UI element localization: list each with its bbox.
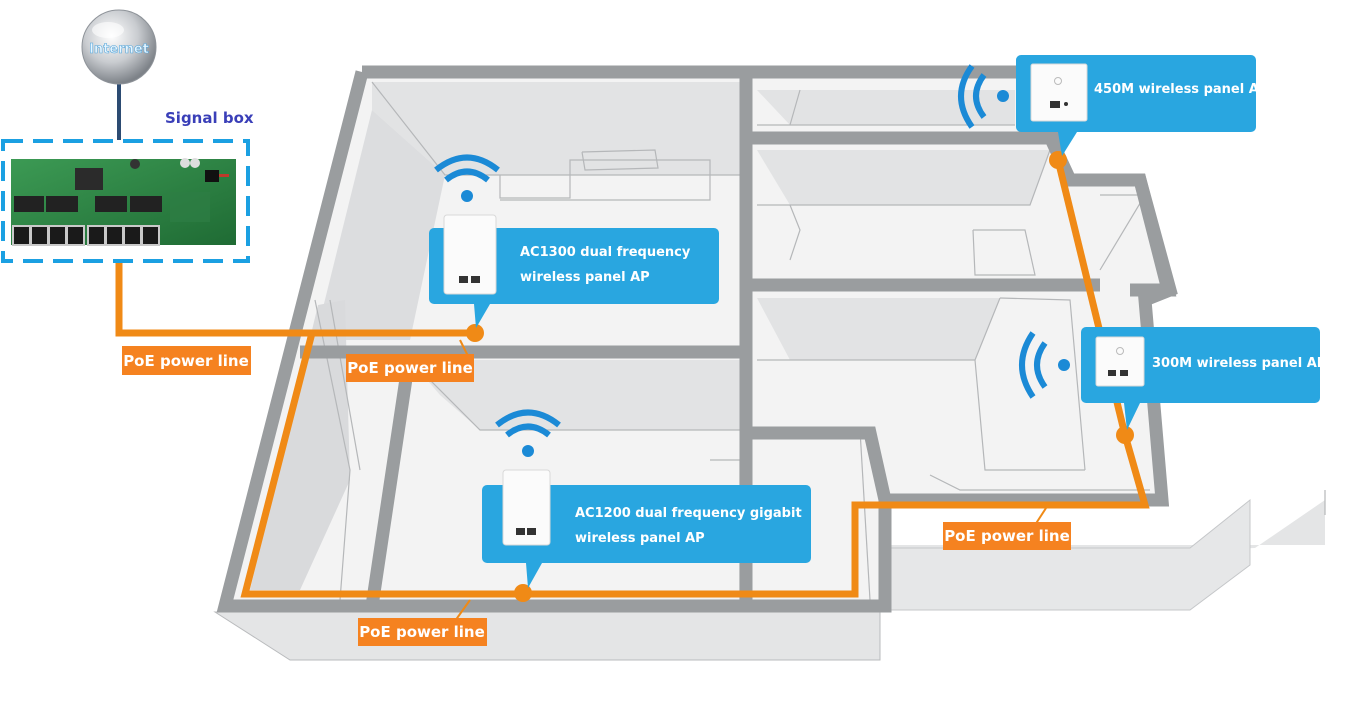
ap-callout-300m: 300M wireless panel AP	[1081, 327, 1326, 430]
floor-shade-left-room	[372, 82, 740, 175]
floor-shade-right-low	[757, 298, 1000, 360]
poe-label-signal: PoE power line	[122, 346, 251, 375]
wifi-icon-300m	[1019, 331, 1070, 399]
house-floor-plan	[213, 65, 1326, 661]
callout-bubble	[429, 228, 719, 328]
ap-device-tall	[502, 469, 551, 546]
signal-box: Signal box	[1, 109, 254, 263]
poe-label-right: PoE power line	[943, 522, 1071, 550]
inner-wall-right-bottom-room	[746, 426, 892, 502]
floor-shade-left-wall	[315, 110, 445, 340]
ap-ac1300-line2: wireless panel AP	[520, 270, 650, 285]
poe-dot-ac1200	[514, 584, 532, 602]
globe-highlight	[92, 22, 124, 38]
poe-label-text: PoE power line	[359, 623, 485, 641]
poe-cable-loop-left	[240, 332, 1150, 598]
outer-wall-right-annex	[1090, 173, 1177, 297]
poe-cable-signal-to-ac1300	[115, 262, 475, 337]
poe-label-ac1300: PoE power line	[346, 354, 474, 382]
inner-wall-left-room-divider	[365, 351, 417, 607]
ap-ac1200-line2: wireless panel AP	[575, 531, 705, 546]
floor-shade-corridor	[250, 300, 350, 590]
internet-globe: Internet	[81, 9, 157, 140]
internet-label: Internet	[89, 42, 149, 57]
floor-shade-right-top	[757, 90, 1015, 125]
wifi-icon-ac1300	[434, 154, 500, 202]
callout-bubble	[482, 485, 811, 588]
ethernet-ports	[12, 225, 160, 246]
pcb-switch-board	[11, 158, 236, 246]
poe-dot-ac1300	[466, 324, 484, 342]
wifi-icon-450m	[958, 64, 1009, 129]
ap-ac1300-line1: AC1300 dual frequency	[520, 245, 691, 260]
ap-device-tall	[443, 214, 497, 295]
poe-label-text: PoE power line	[123, 352, 249, 370]
ap-callout-450m: 450M wireless panel AP	[1016, 55, 1268, 156]
house-base-face	[213, 611, 881, 661]
poe-dot-300m	[1116, 426, 1134, 444]
poe-label-text: PoE power line	[347, 359, 473, 377]
floor-shade-bottom-room	[410, 360, 740, 430]
house-right-wing-face	[884, 498, 1251, 611]
ap-callout-ac1300: AC1300 dual frequency wireless panel AP	[429, 214, 719, 328]
poe-label-text: PoE power line	[944, 527, 1070, 545]
floor-shade-right-mid	[757, 150, 1050, 205]
poe-label-ac1200: PoE power line	[358, 618, 487, 646]
ap-callout-ac1200: AC1200 dual frequency gigabit wireless p…	[482, 469, 811, 588]
ap-device-square	[1095, 336, 1145, 387]
walls	[216, 65, 1178, 613]
ap-300m-line1: 300M wireless panel AP	[1152, 356, 1326, 371]
ap-ac1200-line1: AC1200 dual frequency gigabit	[575, 506, 802, 521]
ap-device-square	[1030, 63, 1088, 122]
ap-450m-line1: 450M wireless panel AP	[1094, 82, 1268, 97]
signal-box-label: Signal box	[165, 109, 254, 127]
poe-dot-450m	[1049, 151, 1067, 169]
poe-connection-dots	[466, 151, 1134, 602]
wifi-icon-ac1200	[495, 409, 561, 457]
